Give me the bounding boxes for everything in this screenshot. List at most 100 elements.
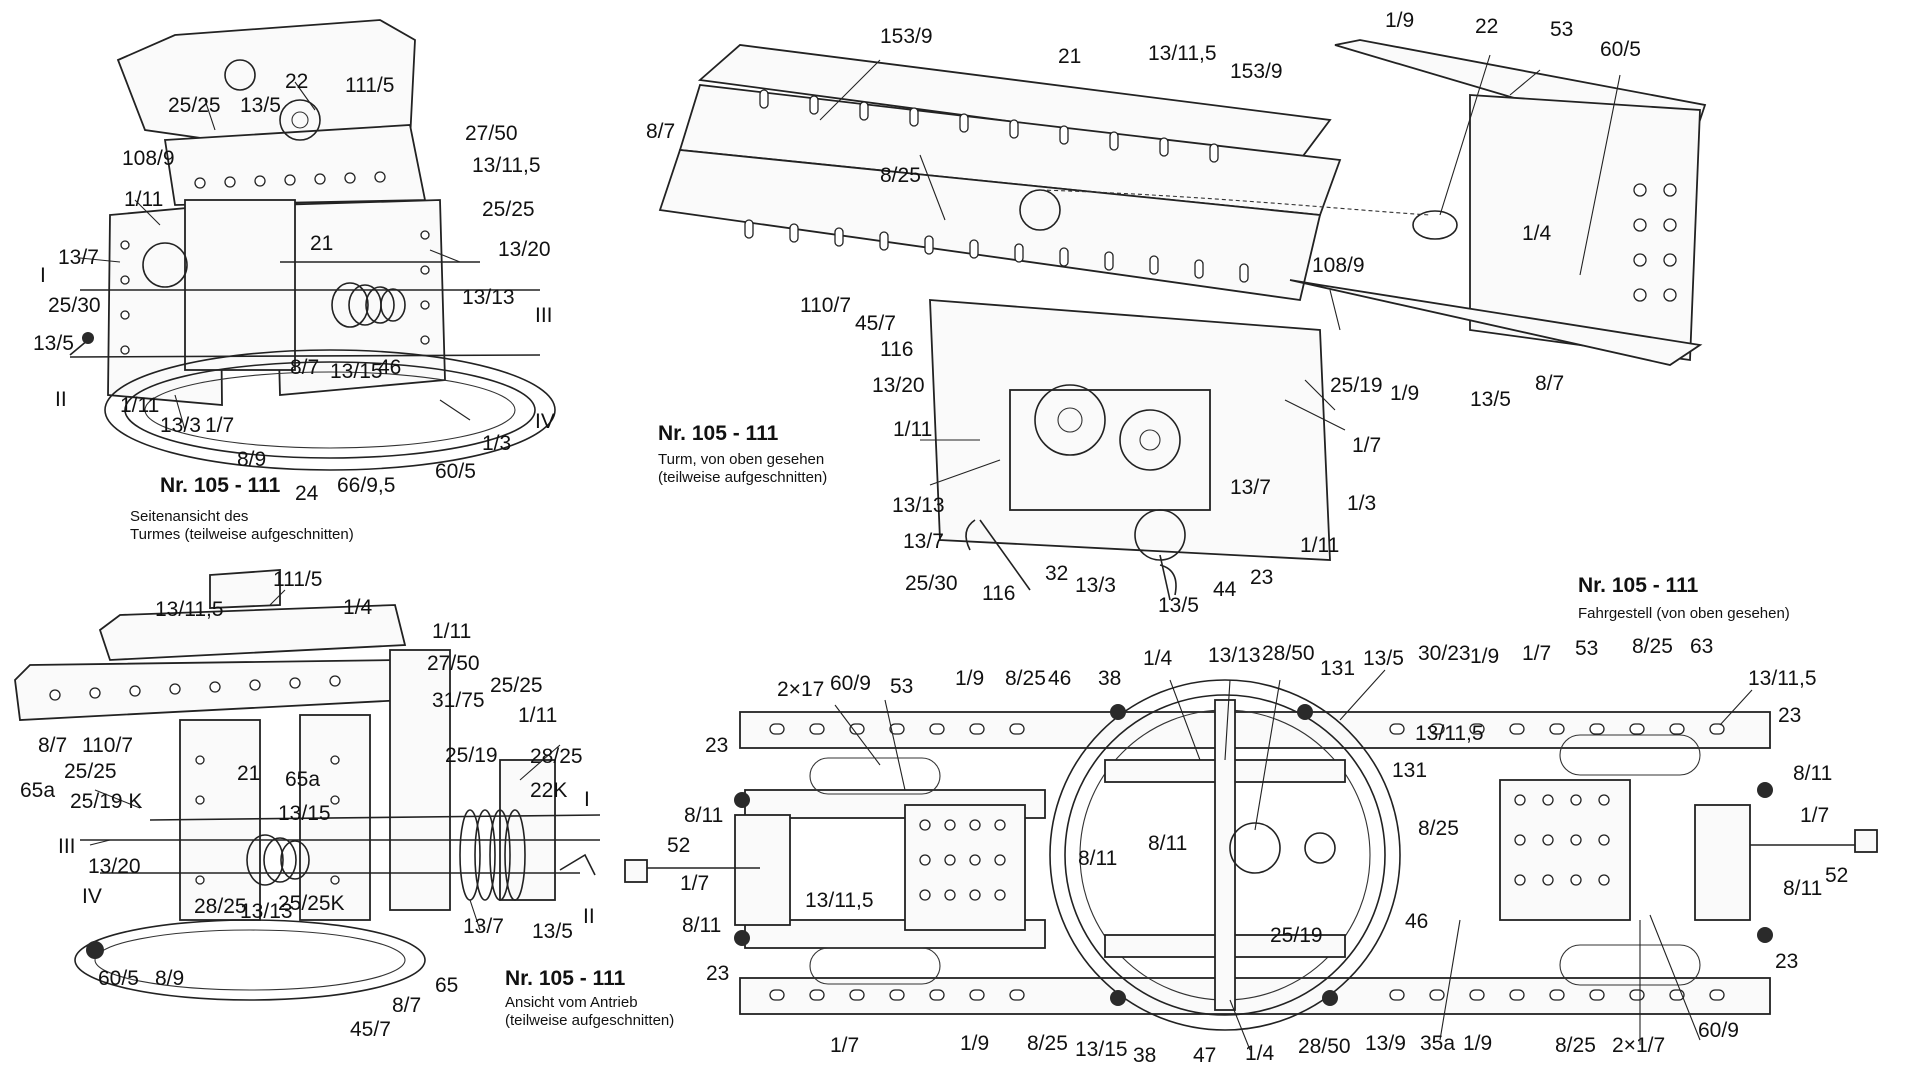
label: 22 — [285, 70, 308, 93]
label: 1/9 — [960, 1032, 989, 1055]
label: 1/11 — [1300, 534, 1339, 557]
label: 1/9 — [1390, 382, 1419, 405]
chassis-view-caption: Nr. 105 - 111 Fahrgestell (von oben gese… — [1578, 574, 1790, 622]
label: 22 — [1475, 15, 1498, 38]
bellows-coupling-icon — [331, 282, 406, 328]
top-view-labels: 153/9 21 13/11,5 153/9 1/9 22 53 60/5 8/… — [646, 9, 1641, 617]
label: 25/25 — [64, 760, 117, 783]
label: 1/4 — [1245, 1042, 1275, 1065]
label: 60/9 — [1698, 1019, 1739, 1042]
caption-line: Fahrgestell (von oben gesehen) — [1578, 605, 1790, 622]
label: 13/11,5 — [805, 889, 874, 912]
caption-line: Ansicht vom Antrieb — [505, 994, 638, 1011]
label: 65 — [435, 974, 458, 997]
label: 13/5 — [532, 920, 573, 943]
label: 8/9 — [155, 967, 184, 990]
label: 25/19 — [1330, 374, 1383, 397]
top-view-caption: Nr. 105 - 111 Turm, von oben gesehen (te… — [658, 422, 827, 486]
label: 23 — [706, 962, 729, 985]
label: 35a — [1420, 1032, 1455, 1055]
label: 65a — [285, 768, 320, 791]
label: 8/25 — [1555, 1034, 1596, 1057]
label: 25/25K — [278, 892, 345, 915]
side-view-drawing — [69, 19, 556, 471]
label: 2×17 — [777, 678, 824, 701]
drive-view-drawing — [14, 569, 601, 1001]
label: 13/15 — [330, 360, 383, 383]
label: 22K — [530, 779, 567, 802]
label: 32 — [1045, 562, 1068, 585]
label: 111/5 — [273, 568, 322, 591]
label: 53 — [1575, 637, 1598, 660]
gear-stack-icon — [459, 809, 526, 901]
label: 1/7 — [680, 872, 709, 895]
drive-view-caption: Nr. 105 - 111 Ansicht vom Antrieb (teilw… — [505, 967, 674, 1029]
label: 60/5 — [1600, 38, 1641, 61]
label: 131 — [1320, 657, 1355, 680]
label: 1/7 — [1352, 434, 1381, 457]
label: IV — [82, 885, 102, 908]
label: 13/15 — [278, 802, 331, 825]
label: 13/5 — [240, 94, 281, 117]
drive-view-labels: 111/5 1/4 13/11,5 1/11 27/50 31/75 25/25… — [20, 568, 595, 1041]
top-view-drawing — [658, 39, 1707, 601]
label: 25/19 K — [70, 790, 142, 813]
label: II — [55, 388, 67, 411]
label: 21 — [237, 762, 260, 785]
label: 13/20 — [498, 238, 551, 261]
label: 8/25 — [1632, 635, 1673, 658]
label: I — [584, 788, 590, 811]
label: 13/11,5 — [472, 154, 541, 177]
label: 23 — [705, 734, 728, 757]
label: 116 — [880, 338, 913, 361]
label: 8/7 — [38, 734, 67, 757]
label: 24 — [295, 482, 319, 505]
label: 13/15 — [1075, 1038, 1128, 1061]
label: 45/7 — [855, 312, 896, 335]
label: 13/11,5 — [1748, 667, 1817, 690]
label: 45/7 — [350, 1018, 391, 1041]
label: 52 — [667, 834, 690, 857]
label: 1/11 — [124, 188, 163, 211]
label: 38 — [1133, 1044, 1156, 1067]
label: 8/7 — [646, 120, 675, 143]
label: 21 — [310, 232, 333, 255]
label: 13/11,5 — [155, 598, 224, 621]
label: 116 — [982, 582, 1015, 605]
label: 1/9 — [1385, 9, 1414, 32]
label: 1/9 — [955, 667, 984, 690]
label: 66/9,5 — [337, 474, 395, 497]
label: 44 — [1213, 578, 1237, 601]
label: 8/11 — [1783, 877, 1822, 900]
caption-line: (teilweise aufgeschnitten) — [505, 1012, 674, 1029]
label: 8/11 — [684, 804, 723, 827]
label: 8/11 — [1148, 832, 1187, 855]
label: 8/25 — [1027, 1032, 1068, 1055]
label: 25/30 — [48, 294, 101, 317]
label: 25/25 — [490, 674, 543, 697]
label: 8/25 — [880, 164, 921, 187]
label: 1/11 — [518, 704, 557, 727]
label: 8/9 — [237, 448, 266, 471]
label: 111/5 — [345, 74, 394, 97]
label: 23 — [1778, 704, 1801, 727]
label: 1/3 — [482, 432, 511, 455]
label: 21 — [1058, 45, 1081, 68]
label: 30/23 — [1418, 642, 1471, 665]
label: 1/7 — [1800, 804, 1829, 827]
label: 38 — [1098, 667, 1121, 690]
label: 13/13 — [240, 900, 293, 923]
caption-title: Nr. 105 - 111 — [160, 474, 281, 497]
label: 13/11,5 — [1148, 42, 1217, 65]
label: 46 — [378, 356, 401, 379]
label: 27/50 — [465, 122, 518, 145]
label: 8/11 — [1078, 847, 1117, 870]
label: 25/19 — [445, 744, 498, 767]
label: 13/11,5 — [1415, 722, 1484, 745]
label: 8/25 — [1005, 667, 1046, 690]
label: 28/25 — [530, 745, 583, 768]
label: 52 — [1825, 864, 1848, 887]
caption-title: Nr. 105 - 111 — [658, 422, 779, 445]
label: 13/13 — [462, 286, 515, 309]
drive-holes — [49, 675, 341, 885]
